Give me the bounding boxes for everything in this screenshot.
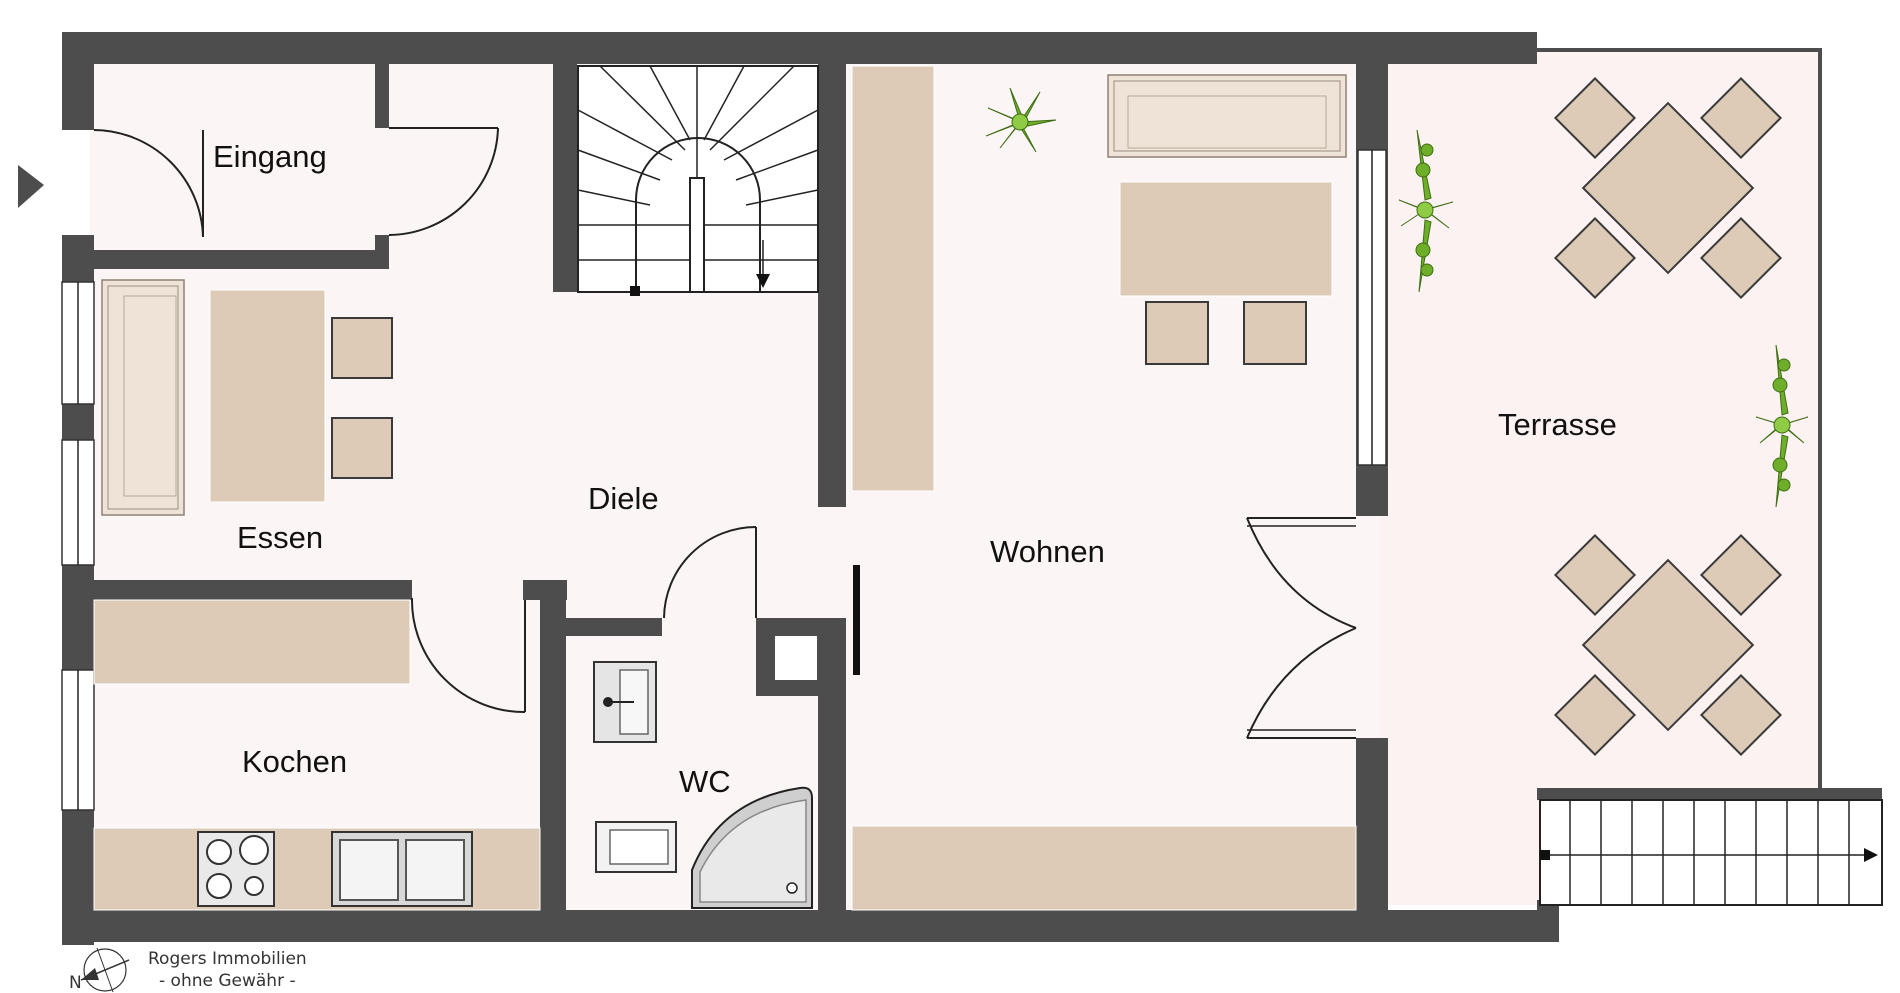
front-door-swing — [93, 129, 204, 238]
room-label-diele: Diele — [588, 481, 659, 516]
compass-icon — [80, 947, 130, 993]
wall-eingang-bottom — [62, 250, 389, 269]
staircase — [577, 65, 819, 296]
eingang-door-swing — [388, 127, 499, 236]
shaft-inner — [775, 636, 817, 680]
wc-door-swing — [663, 526, 757, 619]
kitchen-counter-bottom — [93, 827, 541, 911]
terrace-table-set-1 — [1553, 76, 1783, 300]
toilet-icon — [595, 821, 677, 873]
wall-left-top — [62, 32, 94, 130]
dining-table — [209, 289, 326, 503]
wall-top — [62, 32, 1537, 64]
room-label-essen: Essen — [237, 520, 323, 555]
terrace-edge — [1530, 48, 1822, 790]
wall-bottom-end — [1537, 900, 1559, 942]
wall-wc-right — [818, 618, 846, 938]
terrace-door-swing-bottom — [1246, 627, 1357, 739]
wardrobe — [851, 65, 935, 492]
wall-kitchen-wc — [540, 580, 566, 940]
terrace-wall — [1537, 788, 1882, 800]
partition-mark — [853, 565, 860, 675]
wall-kitchen-top — [62, 580, 412, 600]
compass-north-label: N — [69, 973, 82, 993]
dining-chair-1 — [331, 317, 393, 379]
shower-icon — [691, 786, 813, 909]
living-chair-1 — [1145, 301, 1209, 365]
room-label-terrasse: Terrasse — [1498, 407, 1617, 442]
terrace-table-set-2 — [1553, 533, 1783, 757]
plant-icon — [1398, 129, 1454, 293]
room-label-wc: WC — [679, 764, 731, 799]
living-chair-2 — [1243, 301, 1307, 365]
outdoor-stairs — [1539, 799, 1883, 906]
wall-wohnen-terrace-bottom — [1356, 738, 1388, 938]
dining-chair-2 — [331, 417, 393, 479]
wall-stair-left — [553, 60, 577, 292]
footer-disclaimer: - ohne Gewähr - — [159, 971, 296, 991]
kitchen-counter-top — [93, 599, 411, 685]
wall-stair-right — [818, 60, 846, 507]
room-label-eingang: Eingang — [213, 139, 327, 174]
room-label-wohnen: Wohnen — [990, 534, 1105, 569]
entrance-arrow-icon — [18, 165, 44, 208]
kitchen-sink-icon — [331, 831, 473, 907]
wc-sink-icon — [593, 661, 657, 743]
dining-sofa — [101, 279, 185, 516]
living-sofa — [1107, 74, 1347, 158]
wall-bottom — [62, 910, 1537, 942]
wall-eingang-right-top — [375, 60, 389, 128]
terrace-door-swing-top — [1246, 517, 1357, 629]
plant-icon — [985, 87, 1057, 153]
cooktop-icon — [197, 831, 275, 907]
living-table — [1119, 181, 1333, 297]
wall-wc-top-left — [566, 618, 662, 636]
plant-icon — [1755, 344, 1809, 508]
room-label-kochen: Kochen — [242, 744, 347, 779]
footer-company: Rogers Immobilien — [148, 949, 307, 969]
sideboard — [851, 825, 1357, 911]
kitchen-door-swing — [410, 597, 526, 714]
